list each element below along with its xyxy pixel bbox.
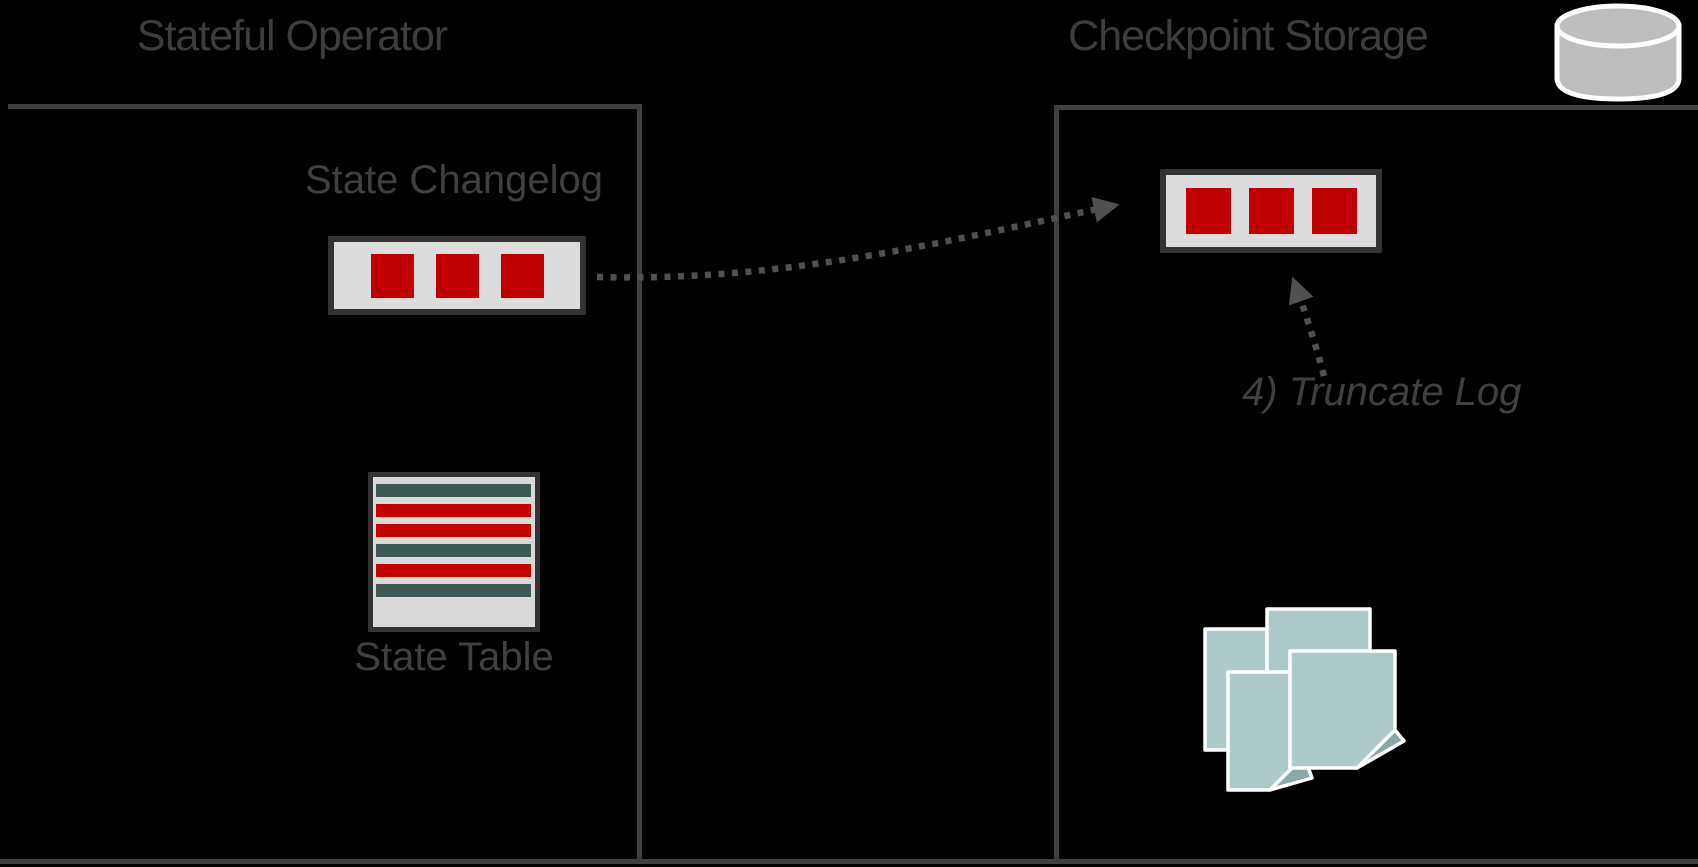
state-table-row xyxy=(376,584,531,597)
state-table-label: State Table xyxy=(354,635,554,679)
changelog-segment xyxy=(1311,188,1357,234)
stateful-operator-box-top-border xyxy=(8,104,641,109)
stateful-operator-box-right-border xyxy=(637,104,642,861)
truncate-log-annotation: 4) Truncate Log xyxy=(1242,370,1522,414)
changelog-segment xyxy=(1185,188,1231,234)
upload-changelog-arrow xyxy=(596,197,1120,281)
document-stack-icon xyxy=(1203,607,1406,792)
checkpoint-storage-box-left-border xyxy=(1054,105,1059,861)
state-changelog-box xyxy=(328,236,586,315)
bottom-border xyxy=(0,859,1698,864)
state-table-row xyxy=(376,564,531,577)
state-table-row xyxy=(376,544,531,557)
changelog-segment xyxy=(370,253,414,298)
stateful-operator-title: Stateful Operator xyxy=(136,12,448,60)
state-table-row xyxy=(376,504,531,517)
state-table-row xyxy=(376,484,531,497)
changelog-segment xyxy=(500,253,544,298)
truncate-log-arrow xyxy=(1288,276,1328,377)
state-table-icon xyxy=(368,472,540,632)
state-changelog-label: State Changelog xyxy=(304,158,603,202)
checkpoint-storage-box-top-border xyxy=(1054,105,1698,110)
uploaded-changelog-box xyxy=(1160,169,1382,253)
checkpoint-storage-title: Checkpoint Storage xyxy=(1068,12,1429,60)
changelog-segment xyxy=(435,253,479,298)
changelog-segment xyxy=(1248,188,1294,234)
state-table-row xyxy=(376,524,531,537)
database-icon xyxy=(1554,3,1682,102)
